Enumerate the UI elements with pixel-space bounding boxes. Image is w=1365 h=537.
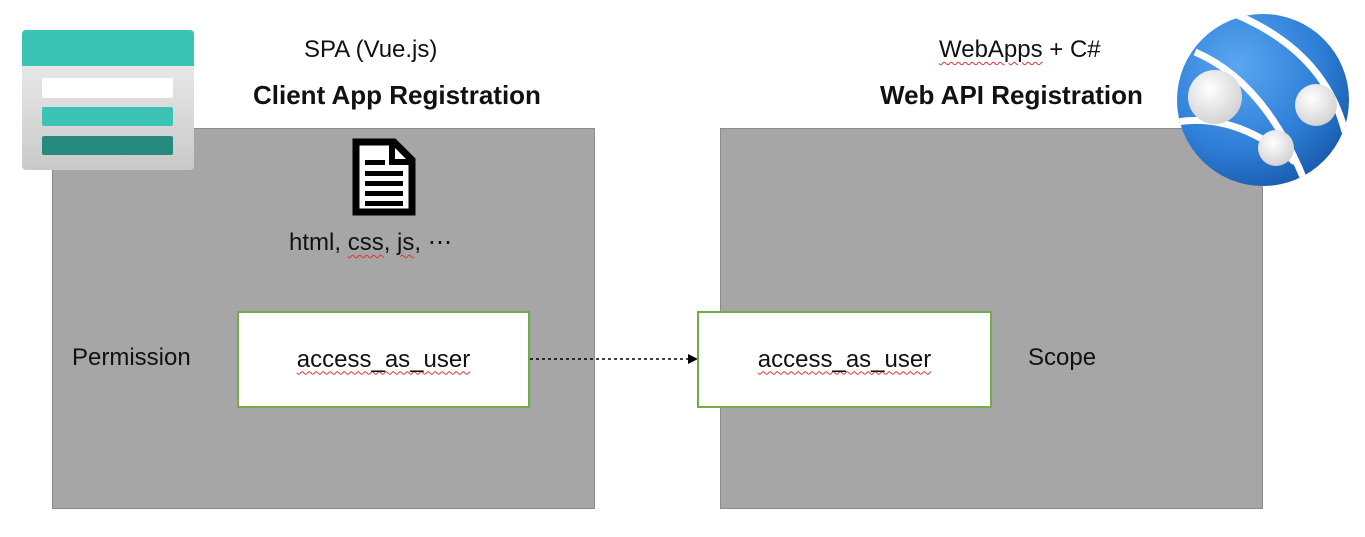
- file-types-sep: ,: [383, 229, 398, 256]
- scope-label: Scope: [1028, 344, 1097, 371]
- api-subtitle-webapps: WebApps: [939, 36, 1043, 63]
- scope-box: access_as_user: [697, 311, 992, 408]
- permission-to-scope-arrow: [530, 354, 698, 364]
- file-types-suffix: , ⋯: [414, 229, 452, 256]
- document-icon: [352, 138, 416, 216]
- api-title: Web API Registration: [880, 80, 1143, 110]
- app-registration-icon: [22, 30, 194, 170]
- file-type-css: css: [347, 229, 384, 256]
- file-types-text: html, css, js, ⋯: [289, 228, 452, 257]
- client-title: Client App Registration: [253, 80, 541, 110]
- permission-value: access_as_user: [296, 345, 471, 373]
- scope-value: access_as_user: [757, 345, 932, 373]
- api-subtitle-lang: + C#: [1042, 36, 1101, 63]
- web-app-globe-icon: [1177, 14, 1349, 186]
- permission-label: Permission: [72, 344, 191, 371]
- client-subtitle: SPA (Vue.js): [304, 36, 438, 63]
- file-types-prefix: html,: [289, 229, 348, 256]
- api-subtitle: WebApps + C#: [939, 36, 1101, 64]
- file-type-js: js: [397, 229, 415, 256]
- permission-box: access_as_user: [237, 311, 530, 408]
